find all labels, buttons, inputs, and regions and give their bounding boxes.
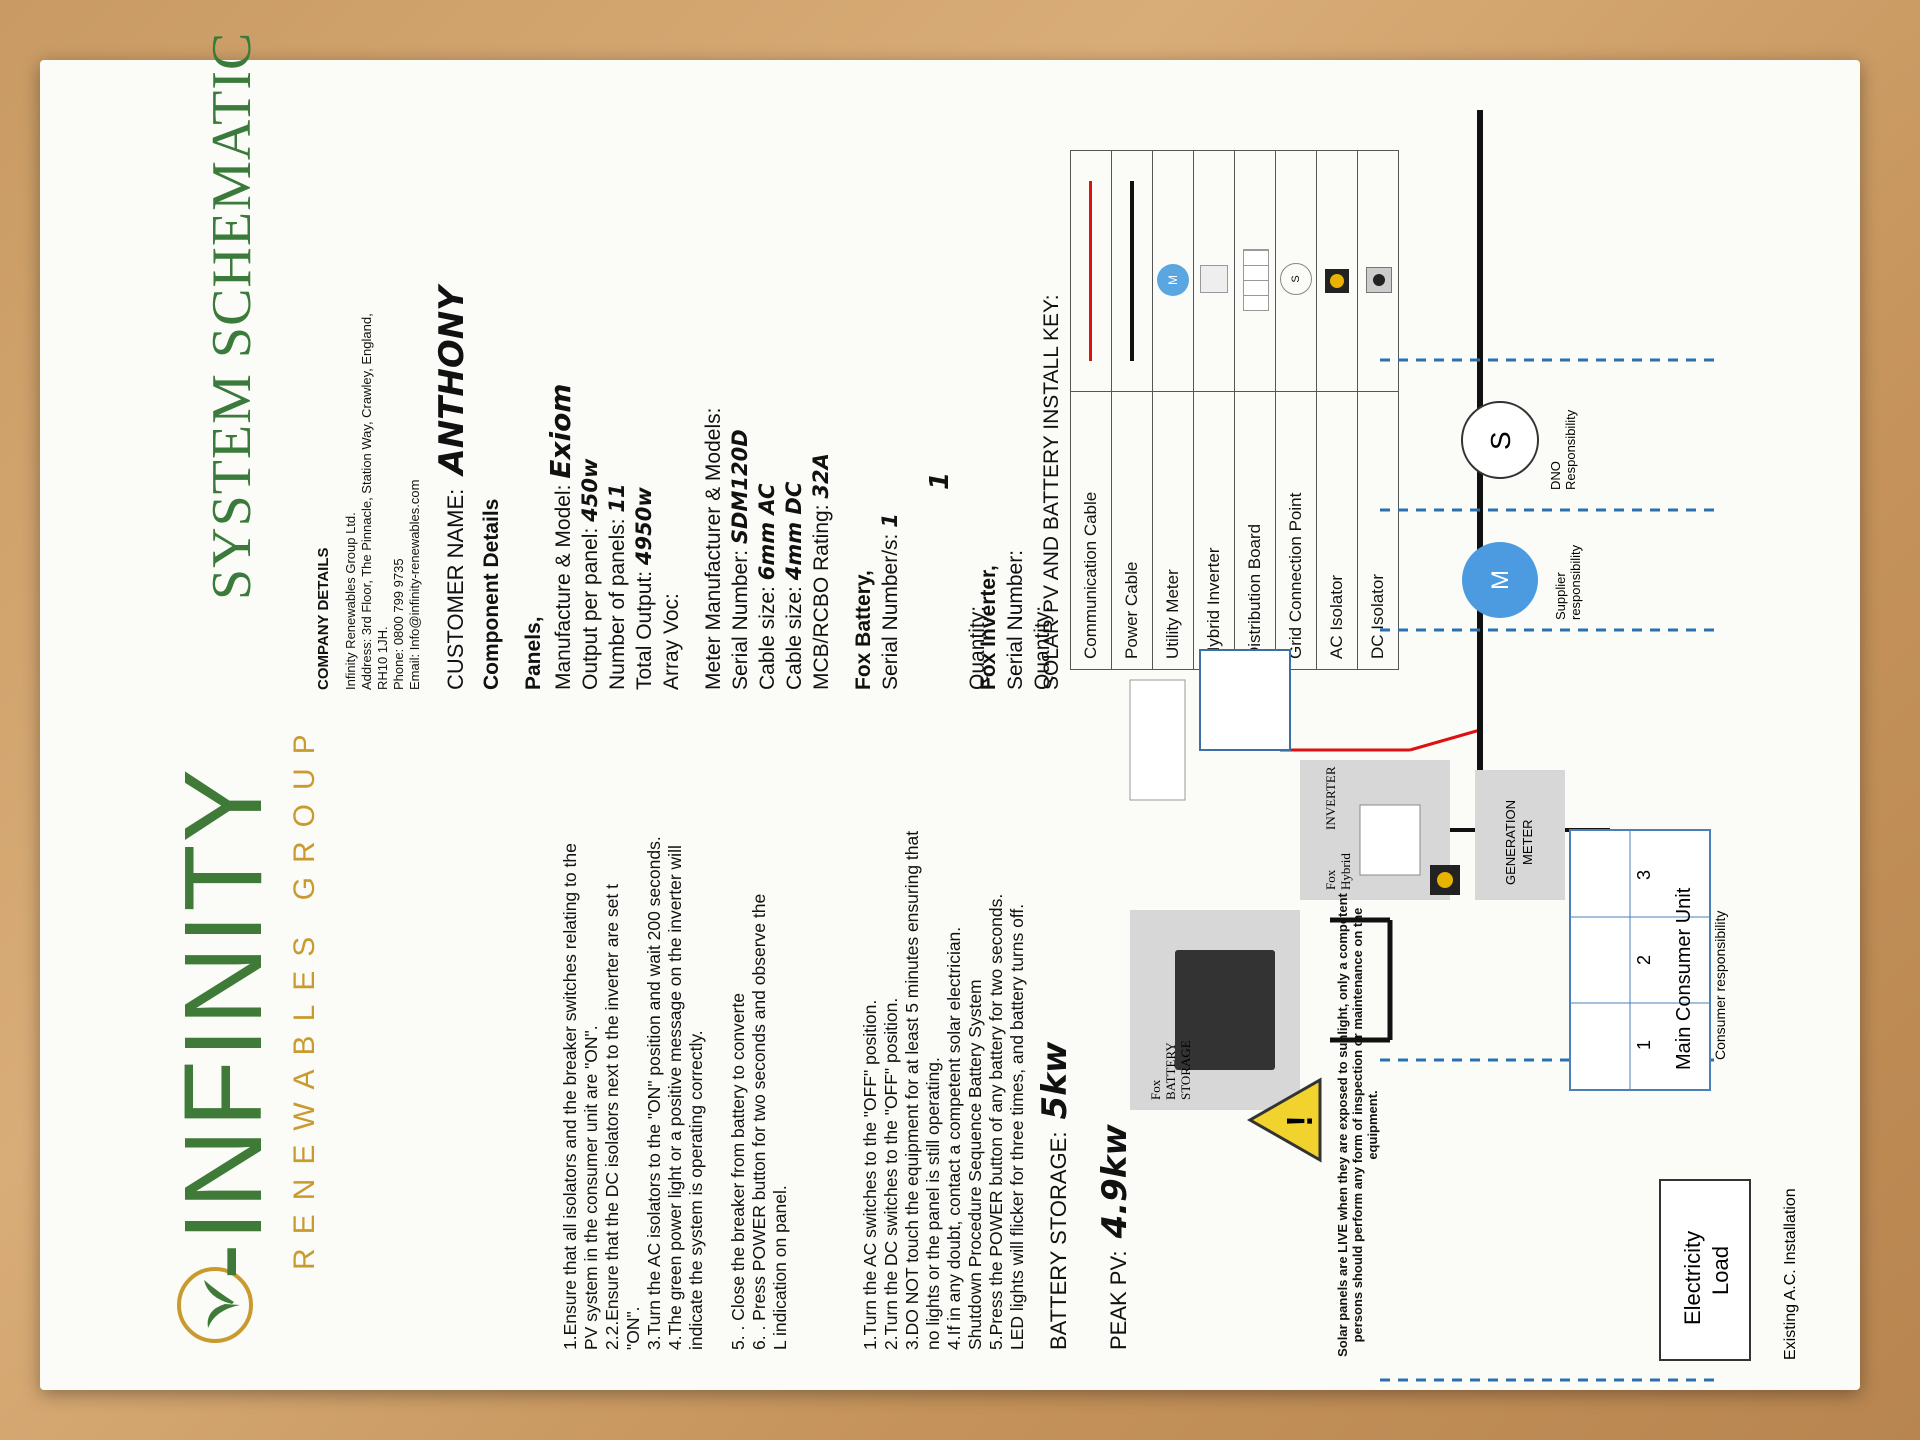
company-line: RH10 1JH. [375, 626, 390, 690]
key-row: Communication Cable [1070, 150, 1112, 670]
battery-icon [1175, 950, 1275, 1070]
company-line: Phone: 0800 799 9735 [391, 558, 406, 690]
key-label: Communication Cable [1070, 391, 1112, 670]
instruction-line: "ON". [623, 1306, 643, 1350]
logo-name: -INFINITY [162, 767, 285, 1280]
gen-meter-label-2: METER [1520, 820, 1535, 866]
instruction-line: LED lights will flicker for three times,… [1007, 903, 1027, 1350]
instruction-line: Shutdown Procedure Sequence Battery Syst… [965, 979, 985, 1350]
consumer-unit-label: Main Consumer Unit [1673, 887, 1695, 1070]
company-line: Infinity Renewables Group Ltd. [343, 512, 358, 690]
page-title: SYSTEM SCHEMATIC [201, 31, 263, 600]
battery-storage-label: BATTERY STORAGE: [1046, 1131, 1071, 1350]
solar-panel-icon [1129, 679, 1186, 801]
battery-label-2: BATTERY [1163, 1042, 1178, 1100]
panel-specs: Panels, Manufacture & Model: Exiom Outpu… [520, 384, 685, 690]
cu-way-2: 2 [1634, 955, 1654, 965]
generation-meter-box [1475, 770, 1565, 900]
instruction-line: L indication on panel. [770, 1185, 790, 1350]
component-heading: Component Details [480, 498, 503, 690]
inverter-label-2: Hybrid [1338, 853, 1353, 890]
startup-instructions: 1.Ensure that all isolators and the brea… [560, 750, 791, 1350]
dno-resp-1: DNO [1548, 461, 1563, 490]
customer-name: CUSTOMER NAME: ANTHONY [432, 286, 472, 690]
fox-battery-heading: Fox Battery, [852, 570, 875, 690]
svg-text:!: ! [1279, 1115, 1320, 1127]
panel-output-row: Output per panel: 450w [578, 458, 602, 690]
meter-heading: Meter Manufacturer & Models: [702, 407, 725, 690]
inverter-icon [1359, 804, 1421, 876]
document-sheet: -INFINITY RENEWABLES GROUP SYSTEM SCHEMA… [40, 32, 1860, 1390]
cable-size-ac-row: Cable size: 6mm AC [755, 483, 779, 690]
install-key-title: SOLAR PV AND BATTERY INSTALL KEY: [1040, 294, 1063, 690]
fox-battery-specs: Fox Battery, Serial Number/s: 1 Quantity… [850, 513, 991, 690]
supply-symbol: S [1485, 431, 1516, 450]
grid-connection-icon [1461, 401, 1539, 479]
dc-combiner-icon [1199, 649, 1291, 751]
warning-text: Solar panels are LIVE when they are expo… [1335, 893, 1380, 1357]
supplier-resp-1: Supplier [1553, 572, 1568, 620]
cu-way-3: 3 [1634, 870, 1654, 880]
instruction-line: 3.Turn the AC isolators to the "ON" posi… [644, 836, 664, 1350]
instruction-line: 1.Ensure that all isolators and the brea… [560, 843, 580, 1350]
instruction-line: indicate the system is operating correct… [686, 1030, 706, 1350]
battery-label-1: Fox [1148, 1079, 1163, 1100]
fox-inverter-quantity-value: 1 [925, 471, 955, 490]
fox-battery-serial-row: Serial Number/s: 1 [878, 513, 902, 690]
load-label-2: Load [1708, 1246, 1733, 1295]
gen-meter-label-1: GENERATION [1503, 800, 1518, 885]
battery-storage-value: 5kw [1035, 1041, 1075, 1120]
cable-size-dc-row: Cable size: 4mm DC [782, 481, 806, 690]
shutdown-instructions: 1.Turn the AC switches to the "OFF" posi… [860, 750, 1028, 1350]
leaf-logo-icon [177, 1267, 253, 1343]
instruction-line: 4.If in any doubt, contact a competent s… [944, 926, 964, 1350]
instruction-line: 2.Turn the DC switches to the "OFF" posi… [881, 997, 901, 1350]
cu-way-1: 1 [1634, 1040, 1654, 1050]
instruction-line: PV system in the consumer unit are "ON". [581, 1025, 601, 1350]
fox-inverter-serial-row: Serial Number: [1004, 549, 1027, 690]
instruction-line: 2.2.Ensure that the DC isolators next to… [602, 884, 622, 1350]
infinity-logo: -INFINITY RENEWABLES GROUP [162, 720, 350, 1350]
consumer-resp-label: Consumer responsibility [1712, 911, 1728, 1060]
inverter-label-1: Fox [1323, 869, 1338, 890]
schematic-page: -INFINITY RENEWABLES GROUP SYSTEM SCHEMA… [60, 32, 1860, 1390]
panel-total-row: Total Output: 4950w [632, 487, 656, 690]
instruction-line: 3.DO NOT touch the equipment for at leas… [902, 830, 922, 1350]
system-schematic-diagram: Fox BATTERY STORAGE Fox Hybrid INVERTER … [1129, 110, 1799, 1382]
load-label-1: Electricity [1680, 1231, 1705, 1325]
battery-label-3: STORAGE [1178, 1040, 1193, 1100]
company-heading: COMPANY DETAILS [315, 547, 332, 690]
dno-resp-2: Responsibility [1563, 409, 1578, 490]
instruction-line: 1.Turn the AC switches to the "OFF" posi… [860, 999, 880, 1350]
company-details: Infinity Renewables Group Ltd. Address: … [343, 170, 423, 690]
meter-symbol: M [1487, 570, 1514, 590]
company-line: Email: Info@infinity-renewables.com [407, 479, 422, 690]
utility-meter-icon [1462, 542, 1538, 618]
instruction-line: no lights or the panel is still operatin… [923, 1057, 943, 1350]
supplier-resp-2: responsibility [1568, 544, 1583, 620]
fox-inverter-heading: Fox Inverter, [977, 565, 1000, 690]
electricity-load-box [1659, 1179, 1751, 1361]
battery-storage: BATTERY STORAGE: 5kw [1035, 1042, 1075, 1350]
consumer-unit-box [1569, 829, 1711, 1091]
meter-specs: Meter Manufacturer & Models: Serial Numb… [700, 408, 835, 690]
instruction-line: 4.The green power light or a positive me… [665, 845, 685, 1350]
communication-cable-icon [1089, 181, 1092, 361]
meter-serial-row: Serial Number: SDM120D [728, 429, 752, 690]
panel-voc-row: Array Voc: [660, 593, 683, 690]
mcb-rating-row: MCB/RCBO Rating: 32A [809, 453, 833, 690]
instruction-line: 6. . Press POWER button for two seconds … [749, 893, 769, 1350]
panel-number-row: Number of panels: 11 [605, 483, 629, 690]
instruction-line: 5.Press the POWER button of any battery … [986, 893, 1006, 1350]
panels-heading: Panels, [522, 616, 545, 690]
warning-icon [1246, 1077, 1322, 1163]
instruction-line: 5. . Close the breaker from battery to c… [728, 993, 748, 1350]
panel-manufacture-row: Manufacture & Model: Exiom [544, 383, 577, 690]
customer-label: CUSTOMER NAME: [443, 488, 468, 690]
logo-tagline: RENEWABLES GROUP [288, 720, 321, 1270]
customer-value: ANTHONY [432, 286, 472, 475]
company-line: Address: 3rd Floor, The Pinnacle, Statio… [359, 313, 374, 690]
existing-installation-label: Existing A.C. Installation [1782, 1188, 1799, 1360]
inverter-label-3: INVERTER [1323, 766, 1338, 830]
